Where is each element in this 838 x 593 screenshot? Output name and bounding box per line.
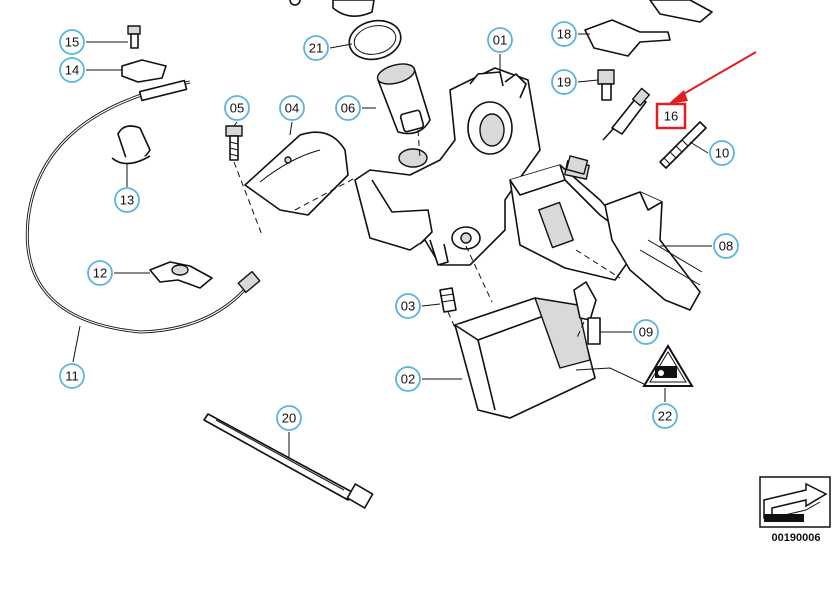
part-16-sensor	[602, 87, 651, 141]
part-11-cable	[25, 79, 261, 334]
callout-label: 15	[65, 35, 79, 50]
callout-15[interactable]: 15	[59, 29, 85, 55]
callout-label: 21	[309, 41, 323, 56]
callout-label: 16	[664, 109, 678, 124]
callout-08[interactable]: 08	[713, 233, 739, 259]
part-06-cap	[289, 0, 375, 17]
part-13-clamp	[111, 125, 151, 165]
callout-09[interactable]: 09	[633, 319, 659, 345]
part-20-cable-tie	[203, 413, 374, 509]
callout-02[interactable]: 02	[395, 366, 421, 392]
callout-20[interactable]: 20	[276, 405, 302, 431]
callout-19[interactable]: 19	[551, 69, 577, 95]
part-09-clip-screw	[573, 281, 601, 345]
callout-21[interactable]: 21	[303, 35, 329, 61]
part-15-screw	[127, 25, 141, 49]
callout-label: 04	[285, 101, 299, 116]
part-18-bracket	[584, 0, 713, 57]
callout-12[interactable]: 12	[87, 260, 113, 286]
part-10-threaded-pin	[659, 121, 707, 169]
callout-label: 01	[493, 33, 507, 48]
part-key-tab	[565, 155, 589, 175]
leader-lines	[72, 33, 712, 458]
callout-label: 03	[401, 299, 415, 314]
callout-label: 02	[401, 372, 415, 387]
callout-label: 11	[65, 369, 79, 384]
callout-14[interactable]: 14	[59, 57, 85, 83]
part-14-clip	[121, 59, 167, 83]
part-03-spring	[439, 287, 457, 313]
callout-label: 20	[282, 411, 296, 426]
assembly-lines	[233, 129, 621, 341]
part-08-switch-module	[509, 160, 703, 311]
document-number: 00190006	[772, 532, 821, 544]
callout-11[interactable]: 11	[59, 363, 85, 389]
part-05-bolt	[225, 125, 243, 161]
callout-18[interactable]: 18	[551, 21, 577, 47]
part-12-clip	[149, 261, 213, 289]
part-21-oring	[348, 19, 402, 61]
callout-22[interactable]: 22	[652, 403, 678, 429]
part-19-screw	[597, 69, 615, 101]
callout-label: 08	[719, 239, 733, 254]
highlight-arrow	[668, 51, 757, 104]
callout-label: 22	[658, 409, 672, 424]
callout-label: 10	[715, 146, 729, 161]
callout-16-highlighted[interactable]: 16	[655, 102, 687, 130]
callout-13[interactable]: 13	[114, 187, 140, 213]
part-01-steering-lock-housing	[354, 67, 541, 266]
part-06-lock-cylinder	[376, 63, 431, 135]
callout-06[interactable]: 06	[335, 95, 361, 121]
triangle-warning-icon	[642, 344, 694, 387]
callout-label: 09	[639, 325, 653, 340]
callout-label: 13	[120, 193, 134, 208]
callout-label: 19	[557, 75, 571, 90]
arrow-box-icon	[759, 476, 831, 528]
callout-label: 14	[65, 63, 79, 78]
part-04-cover	[244, 131, 349, 216]
callout-label: 18	[557, 27, 571, 42]
callout-01[interactable]: 01	[487, 27, 513, 53]
callout-03[interactable]: 03	[395, 293, 421, 319]
callout-05[interactable]: 05	[224, 95, 250, 121]
callout-label: 06	[341, 101, 355, 116]
callout-label: 12	[93, 266, 107, 281]
callout-10[interactable]: 10	[709, 140, 735, 166]
callout-label: 05	[230, 101, 244, 116]
callout-04[interactable]: 04	[279, 95, 305, 121]
part-02-control-module	[454, 297, 596, 419]
